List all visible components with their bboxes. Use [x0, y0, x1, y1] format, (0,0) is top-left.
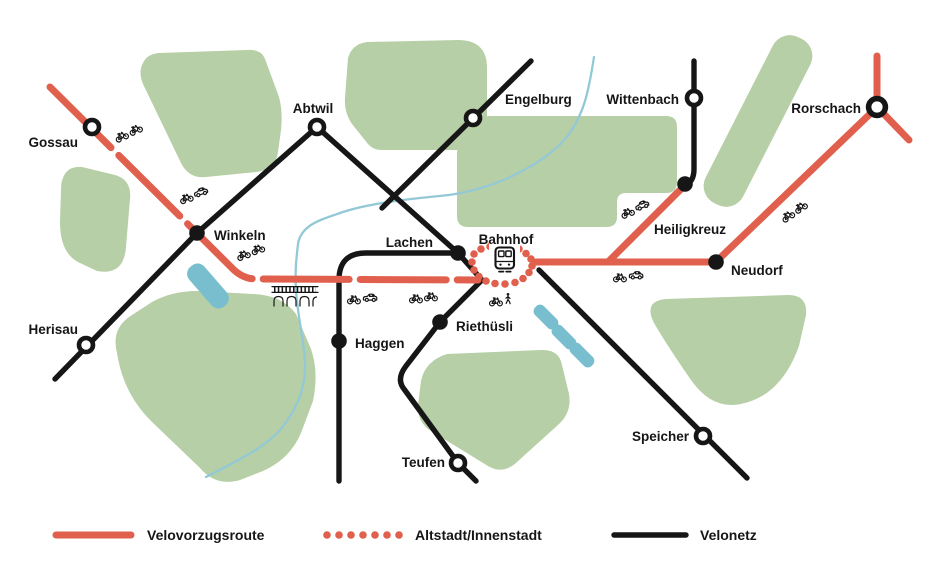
route-branch-heiligkreuz: [604, 182, 688, 266]
park-area: [115, 291, 316, 482]
park-areas: [60, 35, 813, 482]
two-bicycles-icon: [408, 292, 438, 304]
station-label-speicher: Speicher: [632, 429, 690, 444]
two-bicycles-icon: [779, 199, 809, 224]
park-area: [60, 166, 131, 272]
station-label-lachen: Lachen: [386, 235, 433, 250]
station-markers: [76, 88, 889, 473]
park-area: [417, 349, 570, 470]
station-labels: Gossau Herisau Abtwil Engelburg Wittenba…: [28, 92, 861, 470]
station-label-winkeln: Winkeln: [214, 228, 266, 243]
viaduct-bridge-icon: [271, 286, 319, 307]
pond: [533, 304, 559, 330]
station-marker-heiligkreuz: [677, 176, 693, 192]
park-area: [344, 40, 487, 150]
bicycle-car-icon: [346, 293, 378, 305]
bicycle-car-icon: [612, 271, 644, 283]
legend-label-velonetz: Velonetz: [700, 527, 757, 543]
legend: Velovorzugsroute Altstadt/Innenstadt Vel…: [52, 527, 757, 543]
park-area: [140, 49, 282, 178]
station-label-teufen: Teufen: [402, 455, 445, 470]
station-marker-herisau: [76, 335, 96, 355]
station-marker-riethuesli: [432, 314, 448, 330]
station-marker-haggen: [331, 333, 347, 349]
legend-label-altstadt: Altstadt/Innenstadt: [415, 527, 542, 543]
legend-swatch-altstadt-dots: [323, 531, 403, 539]
bicycle-car-icon: [619, 198, 651, 220]
station-label-abtwil: Abtwil: [293, 101, 334, 116]
station-marker-rorschach: [865, 95, 889, 119]
station-label-rorschach: Rorschach: [791, 101, 861, 116]
bicycle-car-icon: [178, 186, 209, 205]
bicycle-pedestrian-icon: [488, 292, 511, 307]
station-label-bahnhof: Bahnhof: [479, 232, 534, 247]
altstadt-dotted-ring: [468, 242, 536, 288]
station-marker-teufen: [448, 453, 468, 473]
river-line: [204, 55, 596, 479]
station-label-herisau: Herisau: [28, 322, 78, 337]
station-label-engelburg: Engelburg: [505, 92, 572, 107]
train-icon: [489, 242, 520, 274]
velonetz-line-wittenbach: [683, 58, 697, 188]
station-label-neudorf: Neudorf: [731, 263, 783, 278]
park-area: [703, 35, 813, 207]
station-marker-wittenbach: [684, 88, 704, 108]
station-marker-abtwil: [307, 117, 327, 137]
park-area: [650, 295, 807, 405]
station-marker-speicher: [693, 426, 713, 446]
station-marker-engelburg: [463, 108, 483, 128]
station-marker-winkeln: [189, 225, 205, 241]
pond: [187, 263, 229, 309]
velonetz-line-engelburg: [379, 58, 534, 211]
station-marker-gossau: [82, 117, 102, 137]
station-label-haggen: Haggen: [355, 336, 405, 351]
pond: [569, 342, 595, 368]
station-label-heiligkreuz: Heiligkreuz: [654, 222, 726, 237]
velonetz-line-speicher: [536, 267, 750, 481]
station-marker-neudorf: [708, 254, 724, 270]
station-marker-lachen: [450, 245, 466, 261]
station-label-gossau: Gossau: [28, 135, 78, 150]
two-bicycles-icon: [235, 242, 266, 262]
station-label-wittenbach: Wittenbach: [606, 92, 679, 107]
legend-label-velovorzugsroute: Velovorzugsroute: [147, 527, 265, 543]
park-area: [457, 116, 677, 227]
two-bicycles-icon: [113, 122, 144, 144]
pond: [551, 324, 577, 350]
station-label-riethuesli: Riethüsli: [456, 319, 513, 334]
route-gossau-bahnhof: [46, 83, 482, 284]
